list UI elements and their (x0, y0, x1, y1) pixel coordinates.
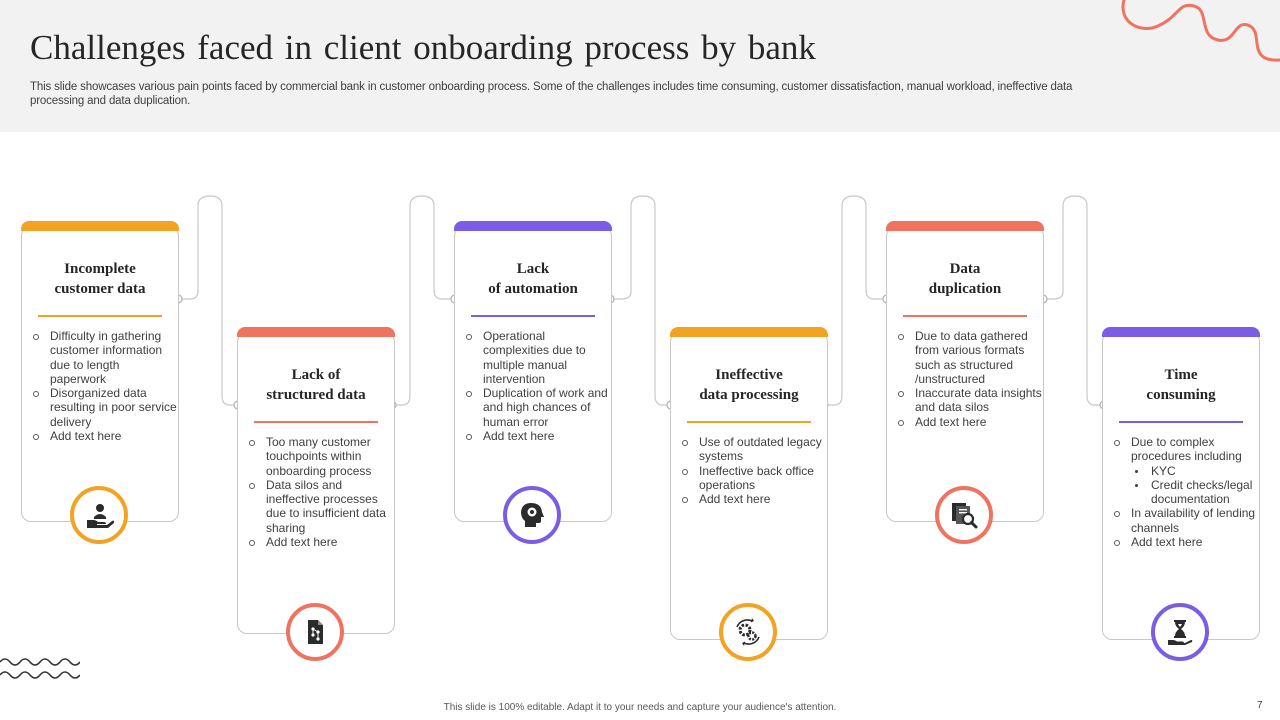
card-divider (1119, 421, 1243, 423)
card-points: Too many customer touchpoints within onb… (248, 435, 394, 549)
challenge-card-incomplete-customer-data: Incomplete customer data Difficulty in g… (21, 221, 179, 522)
card-points: Due to data gathered from various format… (897, 329, 1043, 429)
card-divider (687, 421, 811, 423)
challenge-card-ineffective-data-processing: Ineffective data processing Use of outda… (670, 327, 828, 640)
list-item: Add text here (897, 415, 1043, 429)
decorative-squiggle (1121, 0, 1280, 62)
challenge-card-time-consuming: Time consuming Due to complex procedures… (1102, 327, 1260, 640)
hand-user-icon (70, 486, 128, 544)
list-item: Due to data gathered from various format… (897, 329, 1043, 386)
slide-footer: This slide is 100% editable. Adapt it to… (443, 702, 837, 713)
card-divider (471, 315, 595, 317)
header-band (0, 0, 1280, 132)
hourglass-hand-icon (1151, 603, 1209, 661)
challenge-card-data-duplication: Data duplication Due to data gathered fr… (886, 221, 1044, 522)
card-points: Use of outdated legacy systems Ineffecti… (681, 435, 827, 506)
list-item: Difficulty in gathering customer informa… (32, 329, 178, 386)
card-points: Due to complex procedures including KYC … (1113, 435, 1259, 549)
card-accent-bar (454, 221, 612, 231)
list-item: Ineffective back office operations (681, 464, 827, 493)
list-item: Add text here (248, 535, 394, 549)
list-item: Add text here (681, 492, 827, 506)
card-title: Incomplete customer data (54, 261, 146, 297)
card-accent-bar (1102, 327, 1260, 337)
list-item: Duplication of work and and high chances… (465, 386, 611, 429)
list-item: Add text here (465, 429, 611, 443)
decorative-waves (0, 658, 80, 679)
challenge-card-lack-of-structured-data: Lack of structured data Too many custome… (237, 327, 395, 634)
card-title: Lack of automation (488, 261, 578, 297)
list-sub-item: KYC (1113, 464, 1259, 478)
list-item: Too many customer touchpoints within onb… (248, 435, 394, 478)
list-item: Use of outdated legacy systems (681, 435, 827, 464)
list-item: Inaccurate data insights and data silos (897, 386, 1043, 415)
card-title: Data duplication (928, 261, 1002, 297)
card-title: Ineffective data processing (699, 367, 799, 403)
gears-cycle-icon (719, 603, 777, 661)
card-divider (38, 315, 162, 317)
list-item: In availability of lending channels (1113, 506, 1259, 535)
page-number: 7 (1257, 700, 1263, 711)
card-title: Lack of structured data (266, 367, 366, 403)
challenge-card-lack-of-automation: Lack of automation Operational complexit… (454, 221, 612, 522)
card-accent-bar (886, 221, 1044, 231)
card-title: Time consuming (1146, 367, 1216, 403)
list-sub-item: Credit checks/legal documentation (1113, 478, 1259, 507)
list-item: Add text here (1113, 535, 1259, 549)
list-item: Add text here (32, 429, 178, 443)
list-item: Disorganized data resulting in poor serv… (32, 386, 178, 429)
card-points: Difficulty in gathering customer informa… (32, 329, 178, 443)
list-item: Due to complex procedures including (1113, 435, 1259, 464)
card-divider (254, 421, 378, 423)
card-points: Operational complexities due to multiple… (465, 329, 611, 443)
head-gear-icon (503, 486, 561, 544)
slide-title: Challenges faced in client onboarding pr… (30, 28, 816, 67)
documents-search-icon (935, 486, 993, 544)
list-item: Operational complexities due to multiple… (465, 329, 611, 386)
card-accent-bar (237, 327, 395, 337)
card-accent-bar (21, 221, 179, 231)
card-accent-bar (670, 327, 828, 337)
data-document-icon (286, 603, 344, 661)
list-item: Data silos and ineffective processes due… (248, 478, 394, 535)
slide-subtitle: This slide showcases various pain points… (30, 81, 1073, 107)
card-divider (903, 315, 1027, 317)
